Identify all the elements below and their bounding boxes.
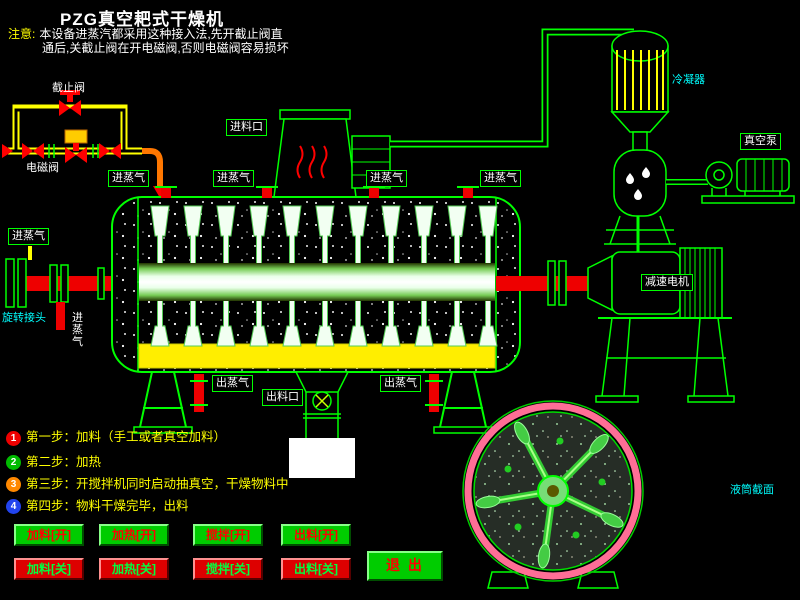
heat-off-button[interactable]: 加热[关] [99,558,169,580]
solenoid-valve-icon [64,129,88,163]
label-rotary-joint: 旋转接头 [2,312,46,324]
label-steam-in-left: 进蒸气 [8,228,49,245]
step-4-text: 第四步：物料干燥完毕，出料 [26,499,189,513]
step-4-badge: 4 [6,499,21,514]
label-stop-valve: 截止阀 [52,82,85,94]
valve-icon [22,143,44,159]
exit-button[interactable]: 退 出 [367,551,443,581]
discharge-off-button[interactable]: 出料[关] [281,558,351,580]
shaft-right [496,276,588,291]
feed-off-button[interactable]: 加料[关] [14,558,84,580]
steam-inlet-pipes [155,186,479,198]
vapor-duct [390,28,634,148]
heat-wave-icon [308,145,316,179]
label-steam-in-4: 进蒸气 [480,170,521,187]
steam-supply-piping [2,90,167,198]
stop-valve-icon [59,90,81,116]
label-steam-in-shaft: 进蒸气 [72,312,83,348]
page-title: PZG真空耙式干燥机 [60,10,224,29]
notice-line1: 本设备进蒸汽都采用这种接入法,先开截止阀直 [39,27,283,41]
vapor-separator [604,149,676,252]
label-steam-out-2: 出蒸气 [380,375,421,392]
dryer-vessel [111,196,588,373]
step-2-text: 第二步：加热 [26,455,102,469]
label-steam-in-3: 进蒸气 [366,170,407,187]
step-1-text: 第一步：加料（手工或者真空加料） [26,430,227,444]
notice-prefix: 注意: [8,27,36,41]
notice-text: 注意:本设备进蒸汽都采用这种接入法,先开截止阀直 通后,关截止阀在开电磁阀,否则… [8,27,289,55]
drum-foot [487,571,529,589]
rake-paddles [475,421,624,569]
vessel-leg-left [133,371,193,434]
notice-line2: 通后,关截止阀在开电磁阀,否则电磁阀容易损坏 [42,41,289,55]
label-vacuum-pump: 真空泵 [740,133,781,150]
feed-on-button[interactable]: 加料[开] [14,524,84,546]
discharge-on-button[interactable]: 出料[开] [281,524,351,546]
condenser [610,30,670,153]
heat-wave-icon [296,145,304,179]
steam-outlet-pipes [190,374,443,412]
heat-wave-icon [320,145,328,179]
feed-hopper [273,109,357,198]
label-feed-port: 进料口 [226,119,267,136]
step-2-badge: 2 [6,455,21,470]
steam-elbow-pipe [142,148,163,186]
heating-jacket-band [138,343,496,369]
label-steam-out-1: 出蒸气 [212,375,253,392]
label-discharge-port: 出料口 [262,389,303,406]
rotary-joint [5,246,140,330]
drum-foot [577,571,619,589]
step-3-text: 第三步：开搅拌机同时启动抽真空，干燥物料中 [26,477,289,491]
heat-on-button[interactable]: 加热[开] [99,524,169,546]
drum-bolts [504,437,606,539]
discharge-chute [289,371,355,478]
stir-off-button[interactable]: 搅拌[关] [193,558,263,580]
drum-cross-section [462,400,644,589]
label-condenser: 冷凝器 [672,74,705,86]
motor-stand [595,317,735,403]
discharge-bin [289,438,355,478]
label-gear-motor: 减速电机 [641,274,693,291]
step-3-badge: 3 [6,477,21,492]
label-steam-in-2: 进蒸气 [213,170,254,187]
stir-on-button[interactable]: 搅拌[开] [193,524,263,546]
valve-icon [99,143,121,159]
drum-rim-ring [464,402,642,580]
flow-arrow-icon [2,144,13,158]
label-steam-in-1: 进蒸气 [108,170,149,187]
agitator-shaft-glow [139,263,495,301]
label-solenoid-valve: 电磁阀 [26,162,59,174]
step-1-badge: 1 [6,431,21,446]
label-drum-section: 液筒截面 [730,484,774,496]
vacuum-pump [701,158,795,204]
